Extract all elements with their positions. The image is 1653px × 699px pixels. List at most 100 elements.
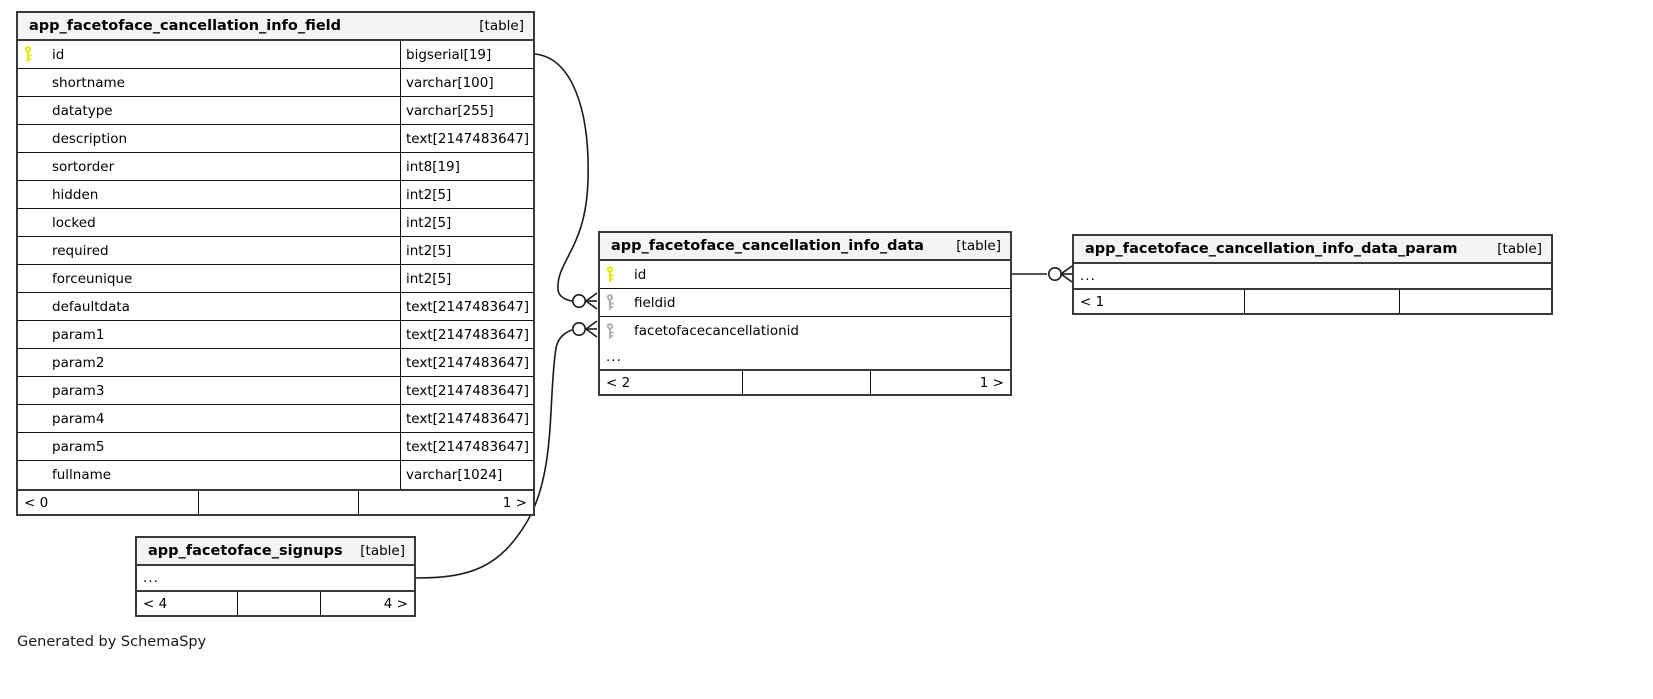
column-row[interactable]: param1 text[2147483647] bbox=[18, 321, 533, 349]
key-spacer bbox=[18, 69, 40, 96]
column-type: text[2147483647] bbox=[400, 433, 533, 460]
column-name: facetofacecancellationid bbox=[634, 323, 799, 339]
column-name: param1 bbox=[52, 326, 105, 343]
column-name: forceunique bbox=[52, 270, 133, 287]
column-type: text[2147483647] bbox=[400, 349, 533, 376]
column-name: datatype bbox=[52, 102, 113, 119]
footer-middle bbox=[742, 371, 870, 394]
key-spacer bbox=[18, 377, 40, 404]
table-header: app_facetoface_signups [table] bbox=[137, 538, 414, 566]
table-type-tag: [table] bbox=[956, 238, 1001, 254]
column-row[interactable]: description text[2147483647] bbox=[18, 125, 533, 153]
column-row[interactable]: param5 text[2147483647] bbox=[18, 433, 533, 461]
more-columns-ellipsis: ... bbox=[143, 570, 159, 586]
more-columns-ellipsis: ... bbox=[1080, 268, 1096, 284]
table-footer: < 0 1 > bbox=[18, 489, 533, 514]
column-name: fullname bbox=[52, 467, 112, 483]
column-name: id bbox=[52, 46, 65, 63]
table-footer: < 1 bbox=[1074, 288, 1551, 313]
key-spacer bbox=[18, 153, 40, 180]
column-name: param4 bbox=[52, 410, 105, 427]
foreign-key-icon bbox=[600, 317, 622, 345]
column-type: text[2147483647] bbox=[400, 293, 533, 320]
generated-by-caption: Generated by SchemaSpy bbox=[17, 634, 207, 650]
column-row[interactable]: facetofacecancellationid bbox=[600, 317, 1010, 345]
column-list: id fieldid facetofacecancellationid bbox=[600, 261, 1010, 345]
table-footer: < 4 4 > bbox=[137, 590, 414, 615]
column-type: text[2147483647] bbox=[400, 321, 533, 348]
column-row[interactable]: forceunique int2[5] bbox=[18, 265, 533, 293]
column-name: locked bbox=[52, 214, 96, 231]
column-row[interactable]: id bigserial[19] bbox=[18, 41, 533, 69]
column-type: text[2147483647] bbox=[400, 125, 533, 152]
footer-left: < 1 bbox=[1080, 293, 1105, 310]
column-type: varchar[100] bbox=[400, 69, 533, 96]
table-header: app_facetoface_cancellation_info_field [… bbox=[18, 13, 533, 41]
relationship-data-id-to-data-param bbox=[1012, 265, 1073, 283]
column-type: int2[5] bbox=[400, 265, 533, 292]
table-title: app_facetoface_cancellation_info_data bbox=[611, 238, 924, 254]
footer-right: 4 > bbox=[320, 592, 414, 615]
table-header: app_facetoface_cancellation_info_data_pa… bbox=[1074, 236, 1551, 264]
column-row[interactable]: shortname varchar[100] bbox=[18, 69, 533, 97]
key-spacer bbox=[18, 209, 40, 236]
column-row[interactable]: fieldid bbox=[600, 289, 1010, 317]
foreign-key-icon bbox=[600, 289, 622, 316]
key-spacer bbox=[18, 433, 40, 460]
column-type: int2[5] bbox=[400, 237, 533, 264]
column-row[interactable]: datatype varchar[255] bbox=[18, 97, 533, 125]
column-name: param5 bbox=[52, 438, 105, 455]
column-name: required bbox=[52, 242, 109, 259]
column-name: shortname bbox=[52, 74, 125, 91]
table-type-tag: [table] bbox=[360, 543, 405, 559]
footer-left: < 2 bbox=[606, 374, 631, 391]
column-row[interactable]: defaultdata text[2147483647] bbox=[18, 293, 533, 321]
key-spacer bbox=[18, 321, 40, 348]
key-spacer bbox=[18, 349, 40, 376]
column-row[interactable]: required int2[5] bbox=[18, 237, 533, 265]
table-title: app_facetoface_signups bbox=[148, 543, 343, 559]
table-app-facetoface-signups[interactable]: app_facetoface_signups [table] ... < 4 4… bbox=[135, 536, 416, 617]
column-name: id bbox=[634, 266, 647, 283]
primary-key-icon bbox=[18, 41, 40, 68]
key-spacer bbox=[18, 265, 40, 292]
footer-right bbox=[1399, 290, 1551, 313]
footer-middle bbox=[237, 592, 320, 615]
column-name: description bbox=[52, 130, 128, 147]
column-type: text[2147483647] bbox=[400, 377, 533, 404]
column-name: param2 bbox=[52, 354, 105, 371]
column-type: varchar[255] bbox=[400, 97, 533, 124]
primary-key-icon bbox=[600, 261, 622, 288]
key-spacer bbox=[18, 461, 40, 489]
table-app-facetoface-cancellation-info-field[interactable]: app_facetoface_cancellation_info_field [… bbox=[16, 11, 535, 516]
footer-middle bbox=[1244, 290, 1399, 313]
column-name: param3 bbox=[52, 382, 105, 399]
column-type: varchar[1024] bbox=[400, 461, 533, 489]
column-row[interactable]: param4 text[2147483647] bbox=[18, 405, 533, 433]
table-type-tag: [table] bbox=[1497, 241, 1542, 257]
column-name: defaultdata bbox=[52, 298, 130, 315]
table-app-facetoface-cancellation-info-data-param[interactable]: app_facetoface_cancellation_info_data_pa… bbox=[1072, 234, 1553, 315]
column-row[interactable]: id bbox=[600, 261, 1010, 289]
footer-left: < 0 bbox=[24, 494, 49, 511]
column-type: text[2147483647] bbox=[400, 405, 533, 432]
column-name: sortorder bbox=[52, 158, 115, 175]
relationship-field-id-to-data-fieldid bbox=[534, 53, 598, 310]
table-title: app_facetoface_cancellation_info_field bbox=[29, 18, 342, 34]
column-row[interactable]: param2 text[2147483647] bbox=[18, 349, 533, 377]
key-spacer bbox=[18, 405, 40, 432]
key-spacer bbox=[18, 97, 40, 124]
column-row[interactable]: fullname varchar[1024] bbox=[18, 461, 533, 489]
column-row[interactable]: param3 text[2147483647] bbox=[18, 377, 533, 405]
table-title: app_facetoface_cancellation_info_data_pa… bbox=[1085, 241, 1458, 257]
column-type: bigserial[19] bbox=[400, 41, 533, 68]
footer-left: < 4 bbox=[143, 595, 168, 612]
column-name: hidden bbox=[52, 186, 99, 203]
table-app-facetoface-cancellation-info-data[interactable]: app_facetoface_cancellation_info_data [t… bbox=[598, 231, 1012, 396]
footer-right: 1 > bbox=[870, 371, 1010, 394]
